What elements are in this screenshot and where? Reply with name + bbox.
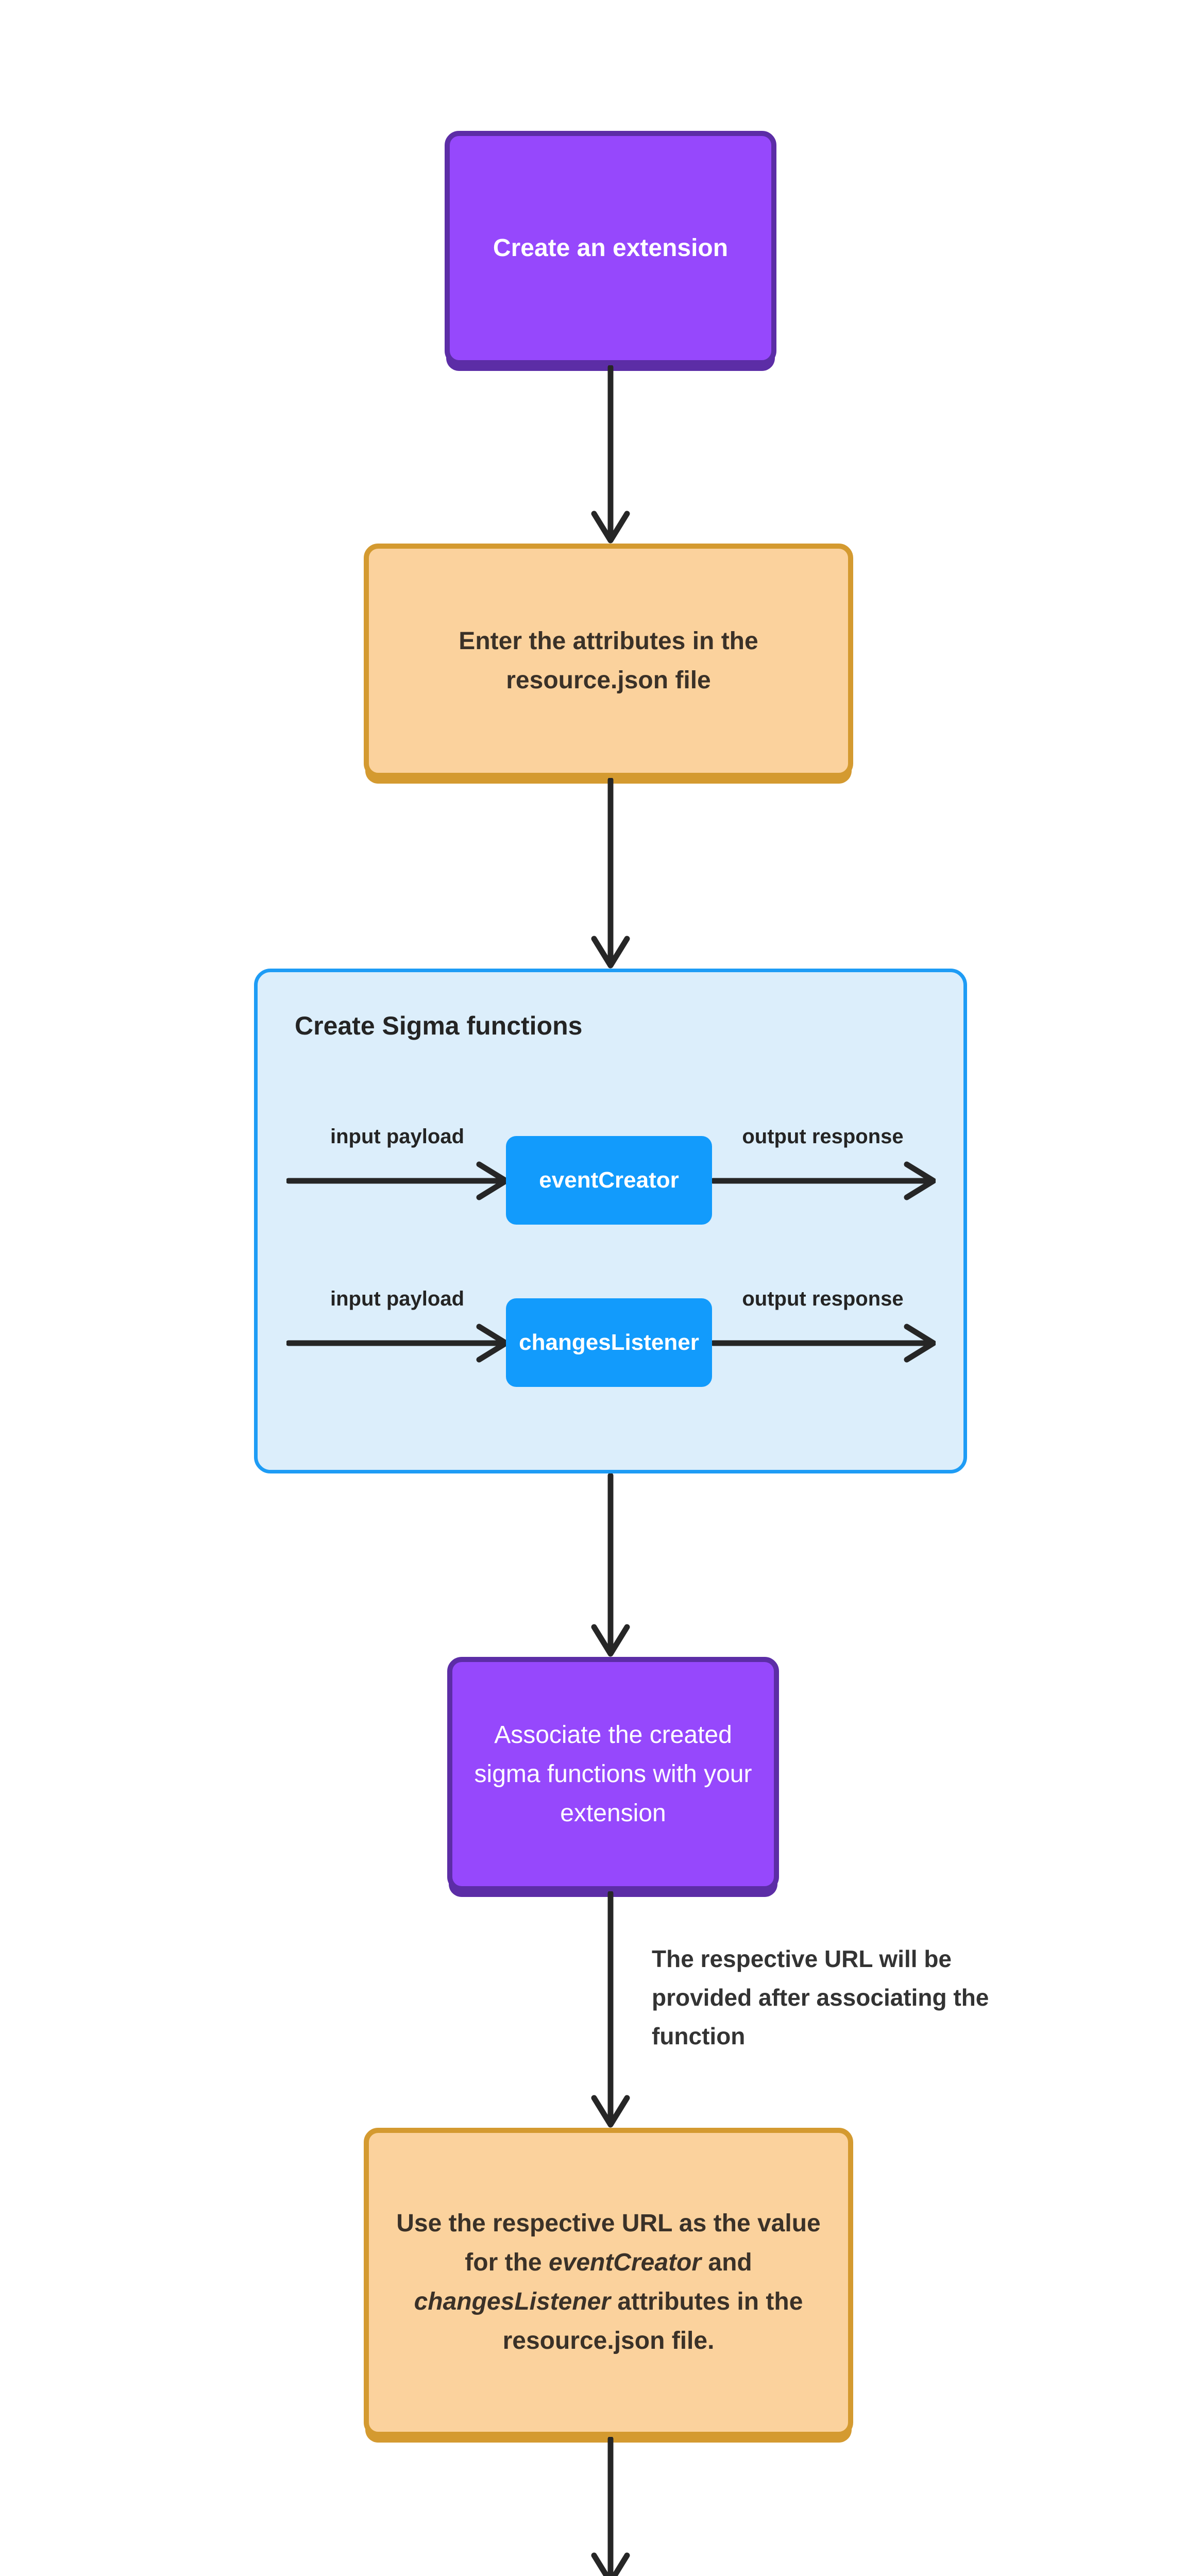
arrow-right-icon bbox=[712, 1324, 936, 1363]
text-segment: for the bbox=[465, 2249, 549, 2276]
step-label-line: Associate the created bbox=[494, 1721, 732, 1749]
arrow-down-icon bbox=[591, 1891, 630, 2128]
annotation-line: The respective URL will be bbox=[652, 1945, 952, 1972]
step-create-extension: Create an extension bbox=[445, 131, 776, 365]
arrow-right-icon bbox=[286, 1324, 508, 1363]
arrow-right-icon bbox=[286, 1161, 508, 1200]
annotation-line: function bbox=[652, 2023, 746, 2049]
arrow-down-icon bbox=[591, 1473, 630, 1657]
function-box-changeslistener: changesListener bbox=[506, 1298, 712, 1387]
step-associate-functions: Associate the created sigma functions wi… bbox=[447, 1657, 779, 1891]
arrow-down-icon bbox=[591, 778, 630, 969]
output-response-label: output response bbox=[742, 1287, 904, 1310]
step-label-line: extension bbox=[560, 1799, 666, 1827]
arrow-annotation: The respective URL will be provided afte… bbox=[652, 1940, 989, 2056]
input-payload-label: input payload bbox=[330, 1287, 464, 1310]
text-segment: attributes in the bbox=[611, 2288, 803, 2315]
step-label-line: resource.json file. bbox=[502, 2327, 715, 2354]
step-label-line: resource.json file bbox=[506, 666, 711, 694]
step-label: Create an extension bbox=[493, 234, 729, 262]
step-label-line: sigma functions with your bbox=[474, 1760, 752, 1788]
step-enter-attributes: Enter the attributes in the resource.jso… bbox=[364, 544, 853, 778]
italic-attribute-name: eventCreator bbox=[548, 2249, 702, 2276]
panel-title: Create Sigma functions bbox=[295, 1011, 583, 1040]
step-use-respective-url: Use the respective URL as the value for … bbox=[364, 2128, 853, 2437]
step-label-line: changesListener attributes in the bbox=[414, 2282, 803, 2321]
input-payload-label: input payload bbox=[330, 1125, 464, 1148]
annotation-line: provided after associating the bbox=[652, 1984, 989, 2011]
output-response-label: output response bbox=[742, 1125, 904, 1148]
arrow-down-icon bbox=[591, 2437, 630, 2576]
function-box-eventcreator: eventCreator bbox=[506, 1136, 712, 1225]
arrow-right-icon bbox=[712, 1161, 936, 1200]
step-label-line: for the eventCreator and bbox=[465, 2243, 752, 2282]
step-label-line: Use the respective URL as the value bbox=[396, 2210, 821, 2237]
italic-attribute-name: changesListener bbox=[414, 2288, 611, 2315]
step-label-line: Enter the attributes in the bbox=[459, 627, 758, 655]
text-segment: and bbox=[701, 2249, 752, 2276]
arrow-down-icon bbox=[591, 365, 630, 544]
function-name: eventCreator bbox=[539, 1167, 679, 1193]
function-name: changesListener bbox=[519, 1330, 699, 1355]
